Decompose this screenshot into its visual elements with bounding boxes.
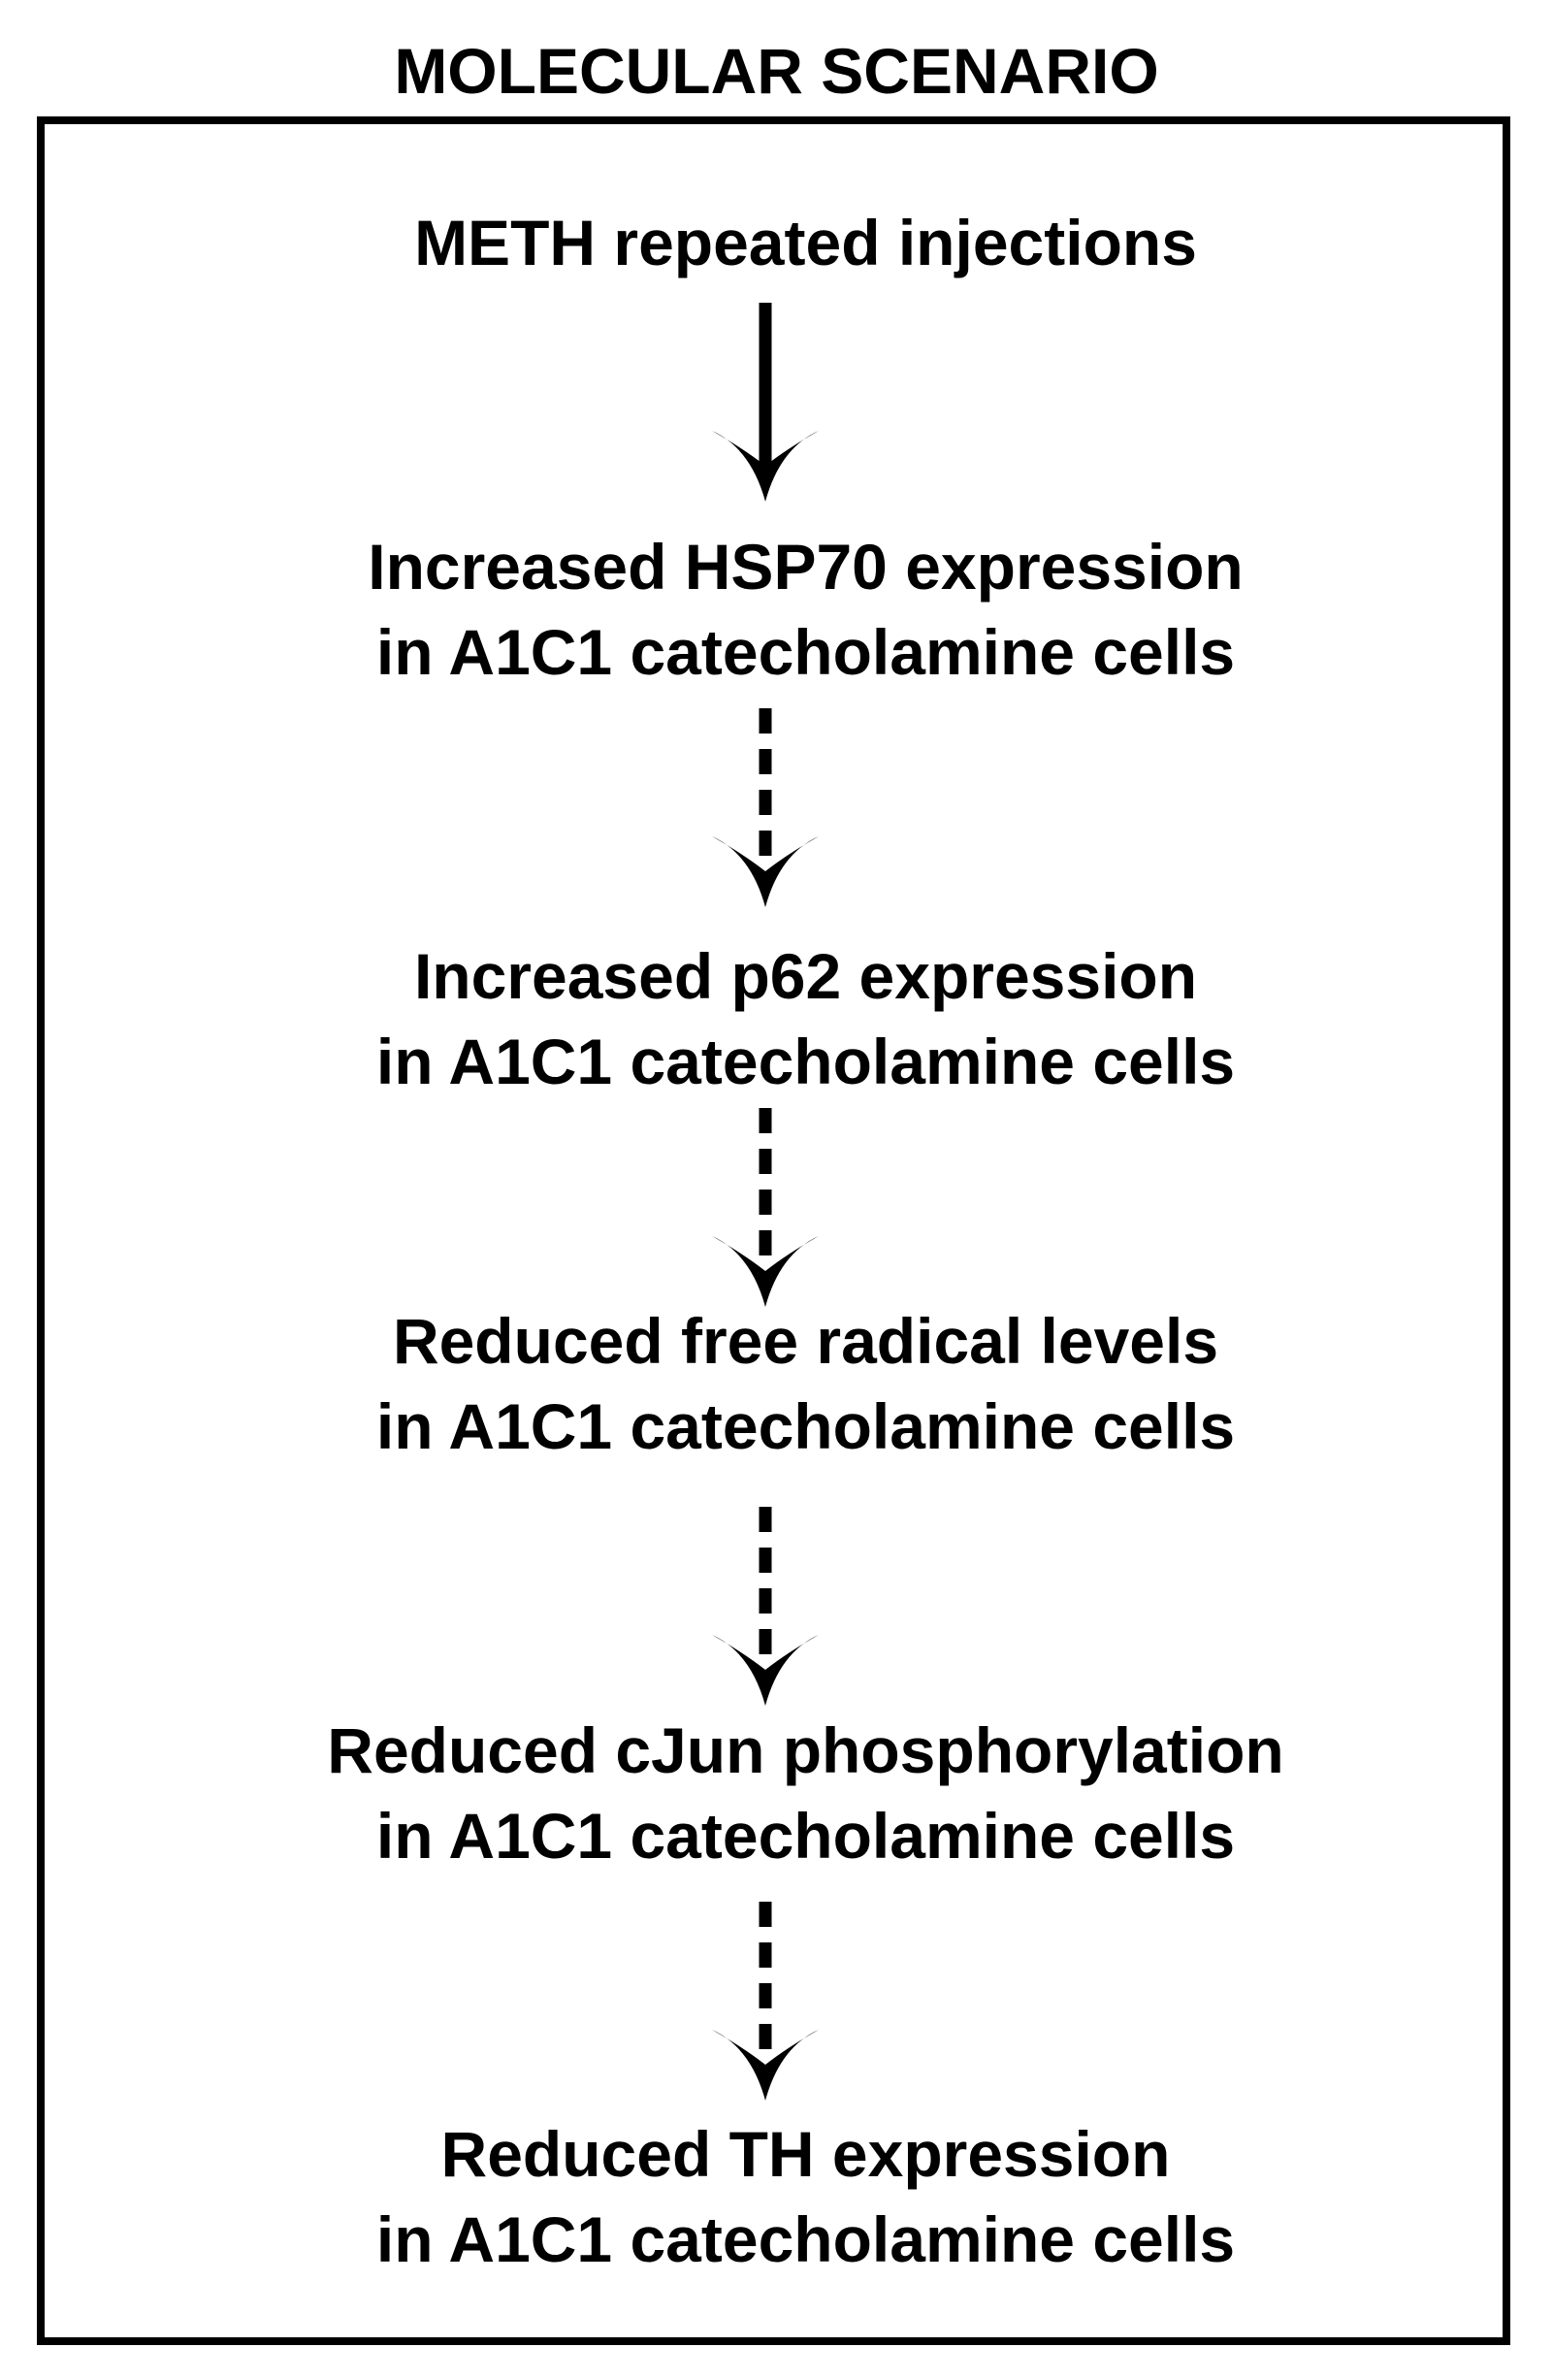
solid-arrow-icon: [712, 303, 819, 502]
step-free-radicals: Reduced free radical levels in A1C1 cate…: [58, 1298, 1553, 1469]
arrow-4-dashed: [712, 1902, 819, 2101]
step-4-line1: Reduced cJun phosphorylation: [327, 1714, 1284, 1786]
scenario-frame: [37, 116, 1510, 2345]
step-2-line2: in A1C1 catecholamine cells: [375, 1026, 1236, 1097]
arrow-1-dashed: [712, 708, 819, 907]
arrow-3-dashed: [712, 1507, 819, 1706]
diagram-title: MOLECULAR SCENARIO: [394, 35, 1159, 107]
step-meth-injections: METH repeated injections: [58, 200, 1553, 285]
arrow-0-head: [712, 431, 819, 502]
step-5-line1: Reduced TH expression: [440, 2118, 1171, 2190]
dashed-arrow-icon: [712, 1108, 819, 1307]
arrow-2-dashed: [712, 1108, 819, 1307]
dashed-arrow-icon: [712, 708, 819, 907]
dashed-arrow-icon: [712, 1902, 819, 2101]
step-0-line1: METH repeated injections: [414, 207, 1197, 278]
step-1-line2: in A1C1 catecholamine cells: [375, 616, 1236, 688]
step-3-line2: in A1C1 catecholamine cells: [375, 1390, 1236, 1462]
step-1-line1: Increased HSP70 expression: [368, 531, 1244, 603]
step-p62: Increased p62 expression in A1C1 catecho…: [58, 933, 1553, 1104]
dashed-arrow-icon: [712, 1507, 819, 1706]
arrow-3-head: [712, 1635, 819, 1706]
step-4-line2: in A1C1 catecholamine cells: [375, 1800, 1236, 1872]
arrow-0-solid: [712, 303, 819, 502]
arrow-4-head: [712, 2030, 819, 2101]
arrow-1-head: [712, 836, 819, 907]
step-hsp70: Increased HSP70 expression in A1C1 catec…: [58, 524, 1553, 695]
step-cjun: Reduced cJun phosphorylation in A1C1 cat…: [58, 1708, 1553, 1878]
step-th-expression: Reduced TH expression in A1C1 catecholam…: [58, 2111, 1553, 2282]
step-3-line1: Reduced free radical levels: [392, 1305, 1219, 1377]
step-2-line1: Increased p62 expression: [413, 940, 1198, 1012]
arrow-2-head: [712, 1236, 819, 1307]
step-5-line2: in A1C1 catecholamine cells: [375, 2203, 1236, 2275]
